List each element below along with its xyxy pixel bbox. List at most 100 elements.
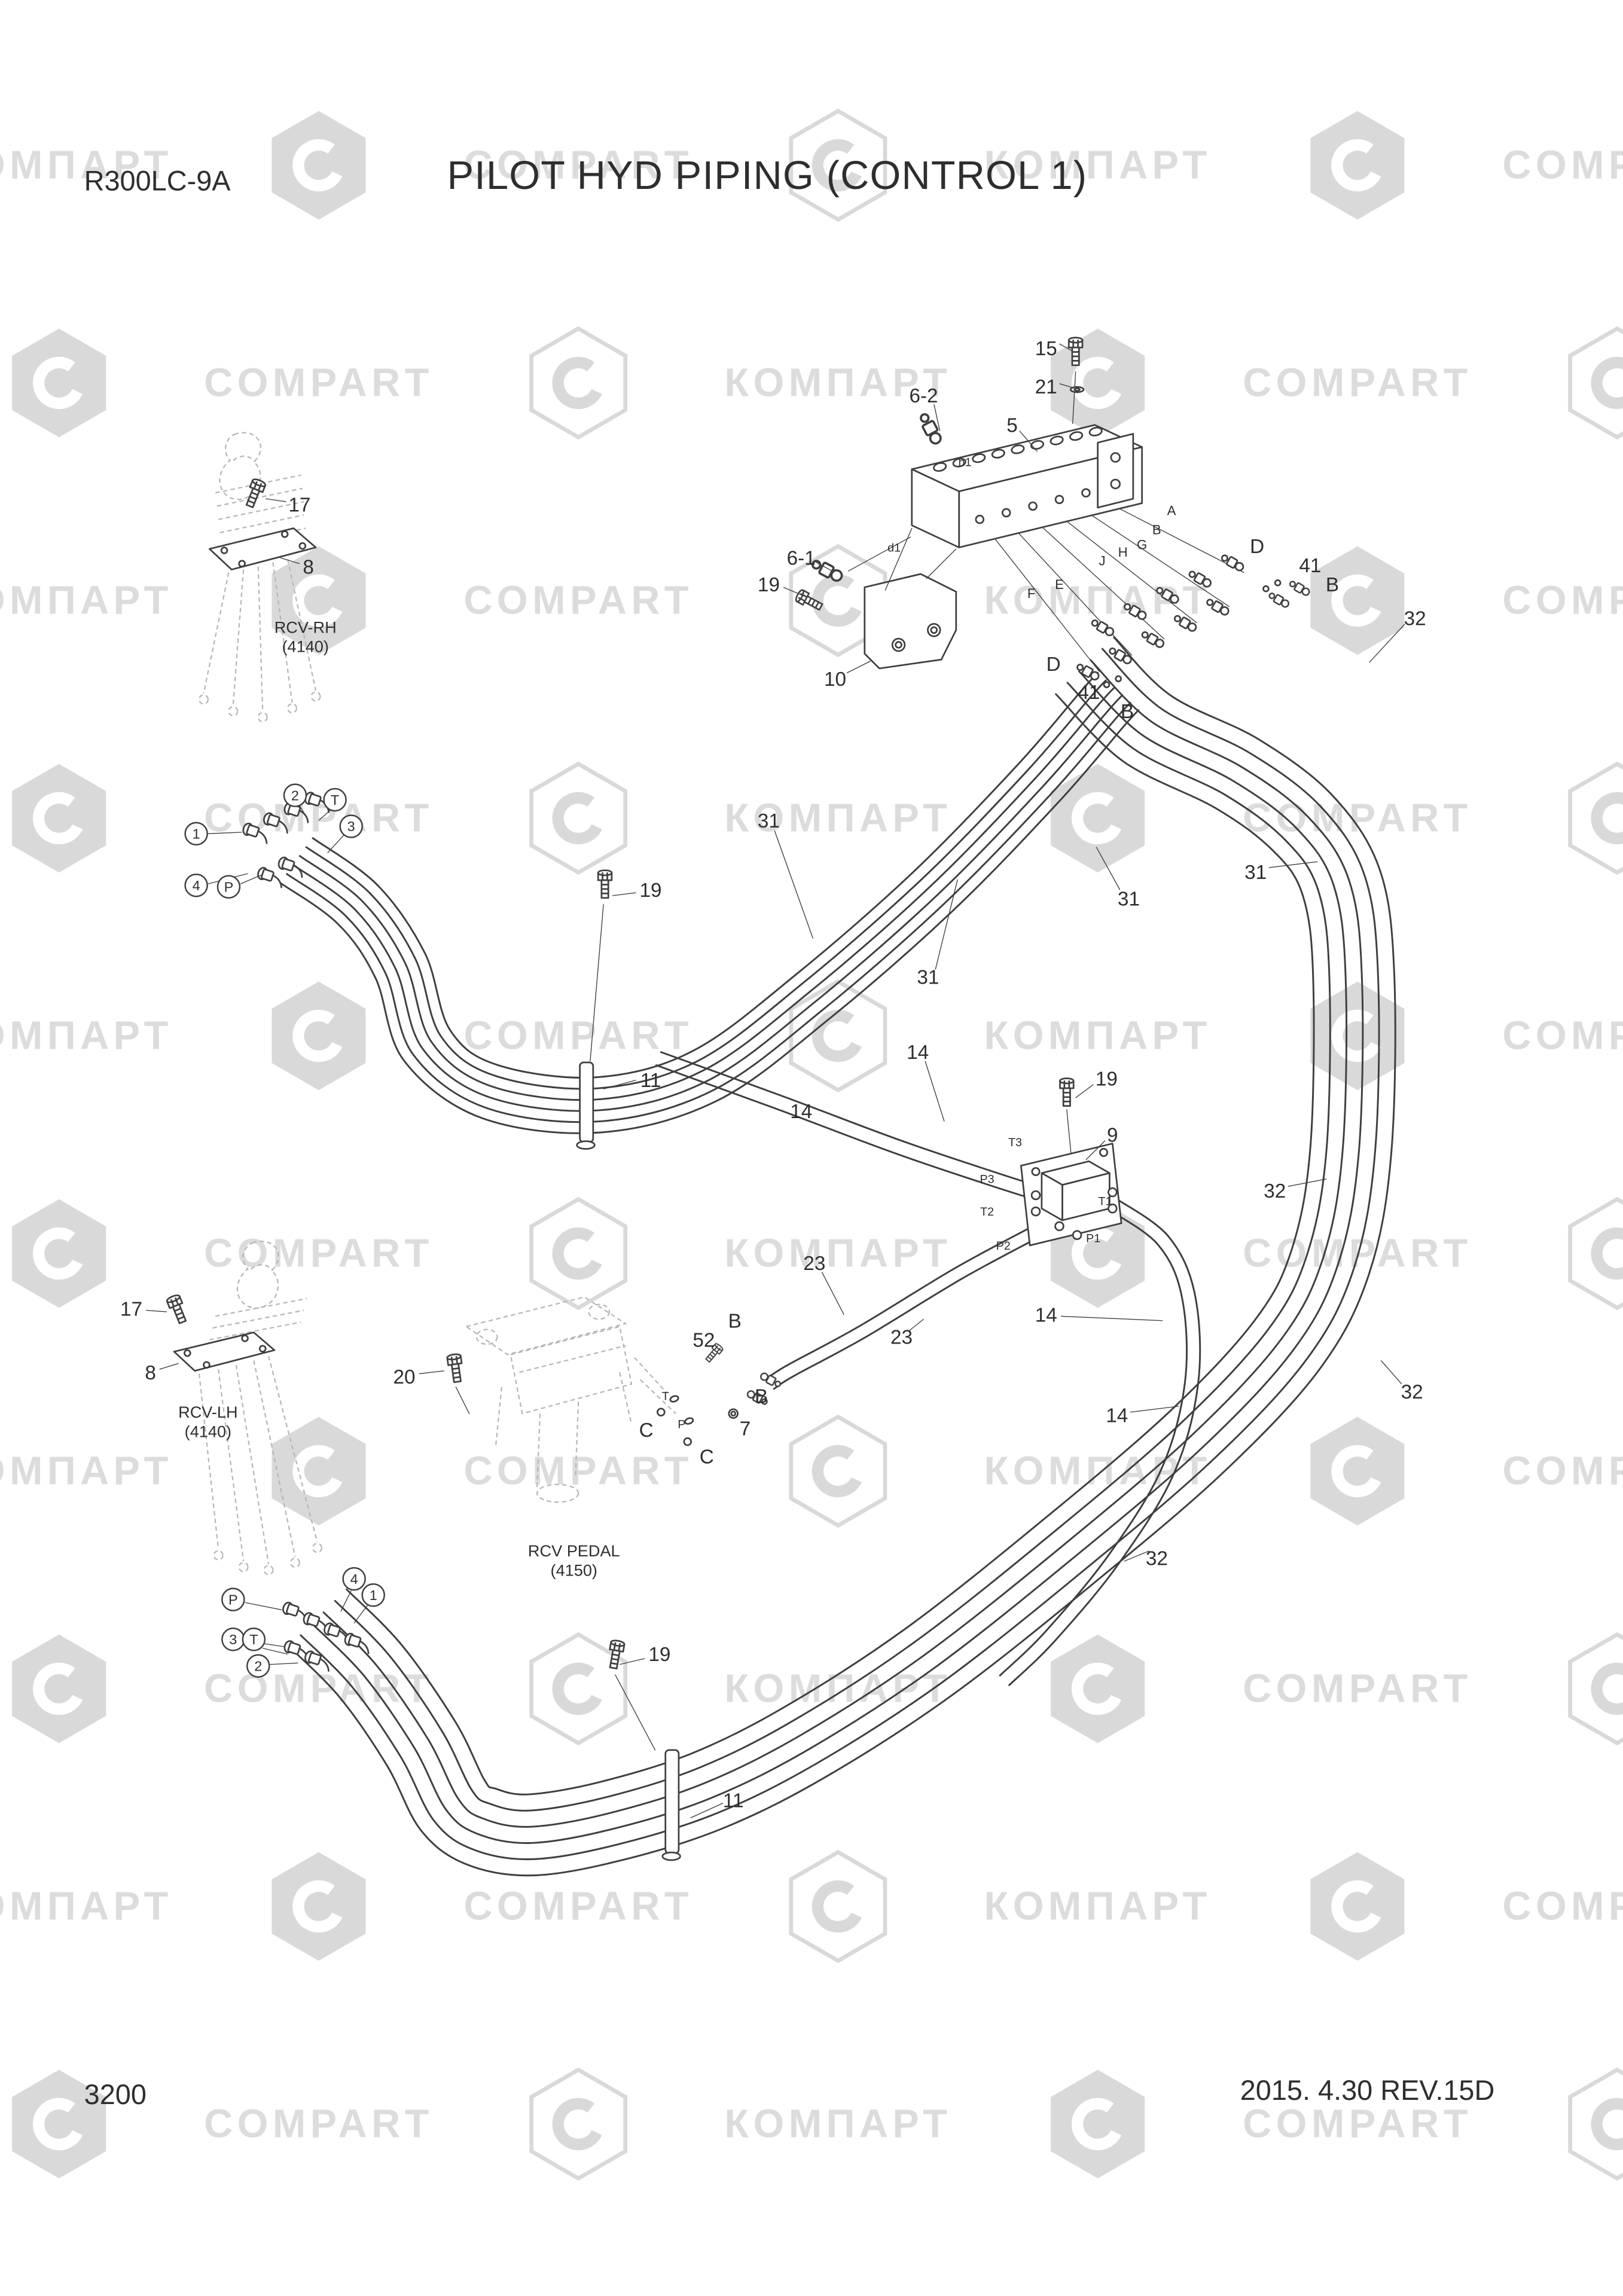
manifold-port (991, 448, 1005, 459)
callout-leader (240, 874, 261, 884)
callout-circle (323, 787, 347, 812)
callout-circle (184, 873, 208, 897)
watermark-text: КОМПАРТ (0, 144, 173, 188)
watermark-hex-icon (532, 1199, 626, 1308)
callout-label: (4140) (185, 1422, 231, 1440)
watermark-text: COMPART (463, 144, 693, 188)
callout-leader (821, 1271, 844, 1315)
bolt-icon-20 (446, 1352, 465, 1384)
watermark-hex-icon (1310, 1852, 1404, 1961)
watermark-text: КОМПАРТ (724, 2102, 951, 2147)
callout-label: A (1167, 503, 1176, 518)
callout-leader (280, 557, 300, 564)
callout-label: 52 (692, 1329, 715, 1351)
callout-label: h1 (959, 456, 972, 469)
watermark-text: COMPART (1502, 579, 1623, 623)
callout-leader (1288, 1178, 1327, 1187)
pilot-hose-rcv-rh (279, 709, 1140, 1134)
callout-label: 32 (1264, 1180, 1286, 1202)
callout-label: T1 (1098, 1195, 1112, 1208)
watermark-text: COMPART (1502, 1014, 1623, 1058)
callout-leader (935, 879, 958, 970)
rcv-lh-plate (173, 1332, 276, 1372)
pilot-hose-rcv-rh (286, 701, 1131, 1123)
manifold-front-port (975, 514, 985, 524)
watermark-hex-icon (1051, 329, 1145, 438)
callout-label: 6-1 (787, 548, 816, 570)
callout-leader (1124, 1550, 1150, 1562)
callout-label: P1 (1086, 1232, 1100, 1245)
callout-label: F (1027, 586, 1036, 601)
callout-label: RCV-LH (178, 1403, 237, 1421)
callout-label: 3 (229, 1632, 237, 1647)
watermark-text: КОМПАРТ (0, 1449, 173, 1494)
callout-label: (4140) (282, 637, 329, 655)
callout-label: T (249, 1632, 258, 1647)
callout-label: 32 (1401, 1381, 1423, 1403)
watermark-text: КОМПАРТ (984, 144, 1212, 188)
callout-label: 41 (1299, 555, 1321, 577)
watermark-hex-icon (1570, 1635, 1623, 1744)
callout-label: J (1099, 554, 1106, 569)
callout-label: d1 (887, 541, 901, 554)
callout-leader (208, 832, 242, 835)
callout-label: P2 (996, 1239, 1011, 1253)
watermark-hex-icon (791, 1417, 885, 1526)
callout-leader (266, 498, 286, 502)
manifold-side-bracket (1097, 433, 1134, 509)
callout-label: 4 (193, 878, 200, 893)
pilot-hose-14 (655, 1064, 1027, 1198)
callout-label: T (331, 792, 339, 808)
watermark-hex-icon (1310, 546, 1404, 655)
watermark-hex-icon (271, 1417, 365, 1526)
callout-leader (327, 835, 344, 853)
callout-label: 32 (1404, 608, 1426, 630)
watermark-text: COMPART (1243, 1232, 1472, 1276)
callout-circle (339, 814, 363, 838)
bolt-icon-17-lh (165, 1293, 190, 1326)
callout-label: 10 (824, 668, 846, 691)
callout-leader (925, 1061, 945, 1122)
rcv-lh-ghost (198, 1240, 322, 1576)
callout-leader (1075, 1084, 1094, 1098)
watermark-text: COMPART (463, 579, 693, 623)
manifold-front-port (1028, 501, 1038, 511)
watermark-text: КОМПАРТ (0, 579, 173, 623)
watermark-text: КОМПАРТ (0, 1014, 173, 1058)
watermark-hex-icon (532, 329, 626, 438)
watermark-hex-icon (791, 1852, 885, 1961)
callout-leader (783, 587, 804, 597)
callout-label: RCV PEDAL (528, 1541, 620, 1560)
rcv-rh-plate (208, 527, 317, 570)
watermark-text: COMPART (204, 361, 434, 405)
watermark-hex-icon (532, 2070, 626, 2179)
callout-circle (283, 783, 307, 807)
manifold-port (1030, 440, 1045, 450)
callout-label: 3 (347, 819, 355, 834)
watermark-text: КОМПАРТ (984, 1014, 1212, 1058)
callout-leader (1380, 1360, 1402, 1385)
callout-label: D (1250, 536, 1264, 558)
callout-label: 20 (393, 1366, 416, 1388)
callout-label: B (728, 1310, 742, 1332)
watermark-hex-icon (271, 982, 365, 1091)
callout-label: P (678, 1418, 685, 1431)
callout-circle (184, 822, 208, 846)
manifold-block (911, 424, 1143, 548)
callout-circle (361, 1583, 385, 1607)
callout-leader (1060, 1315, 1163, 1321)
pilot-hose-return (322, 670, 1348, 1828)
watermark-hex-icon (1570, 764, 1623, 873)
manifold-front-port (1081, 488, 1091, 498)
callout-label: 14 (907, 1042, 929, 1064)
callout-label: T2 (980, 1205, 994, 1219)
watermark-hex-icon (1051, 1635, 1145, 1744)
callout-label: P (224, 879, 234, 894)
bolt-icon-17-rh (242, 477, 267, 509)
watermark-text: COMPART (1502, 1449, 1623, 1494)
callout-label: G (1137, 537, 1147, 552)
rcv-pedal-ghost (464, 1296, 676, 1503)
callout-label: 2 (254, 1658, 262, 1674)
callout-label: B (755, 1385, 768, 1407)
